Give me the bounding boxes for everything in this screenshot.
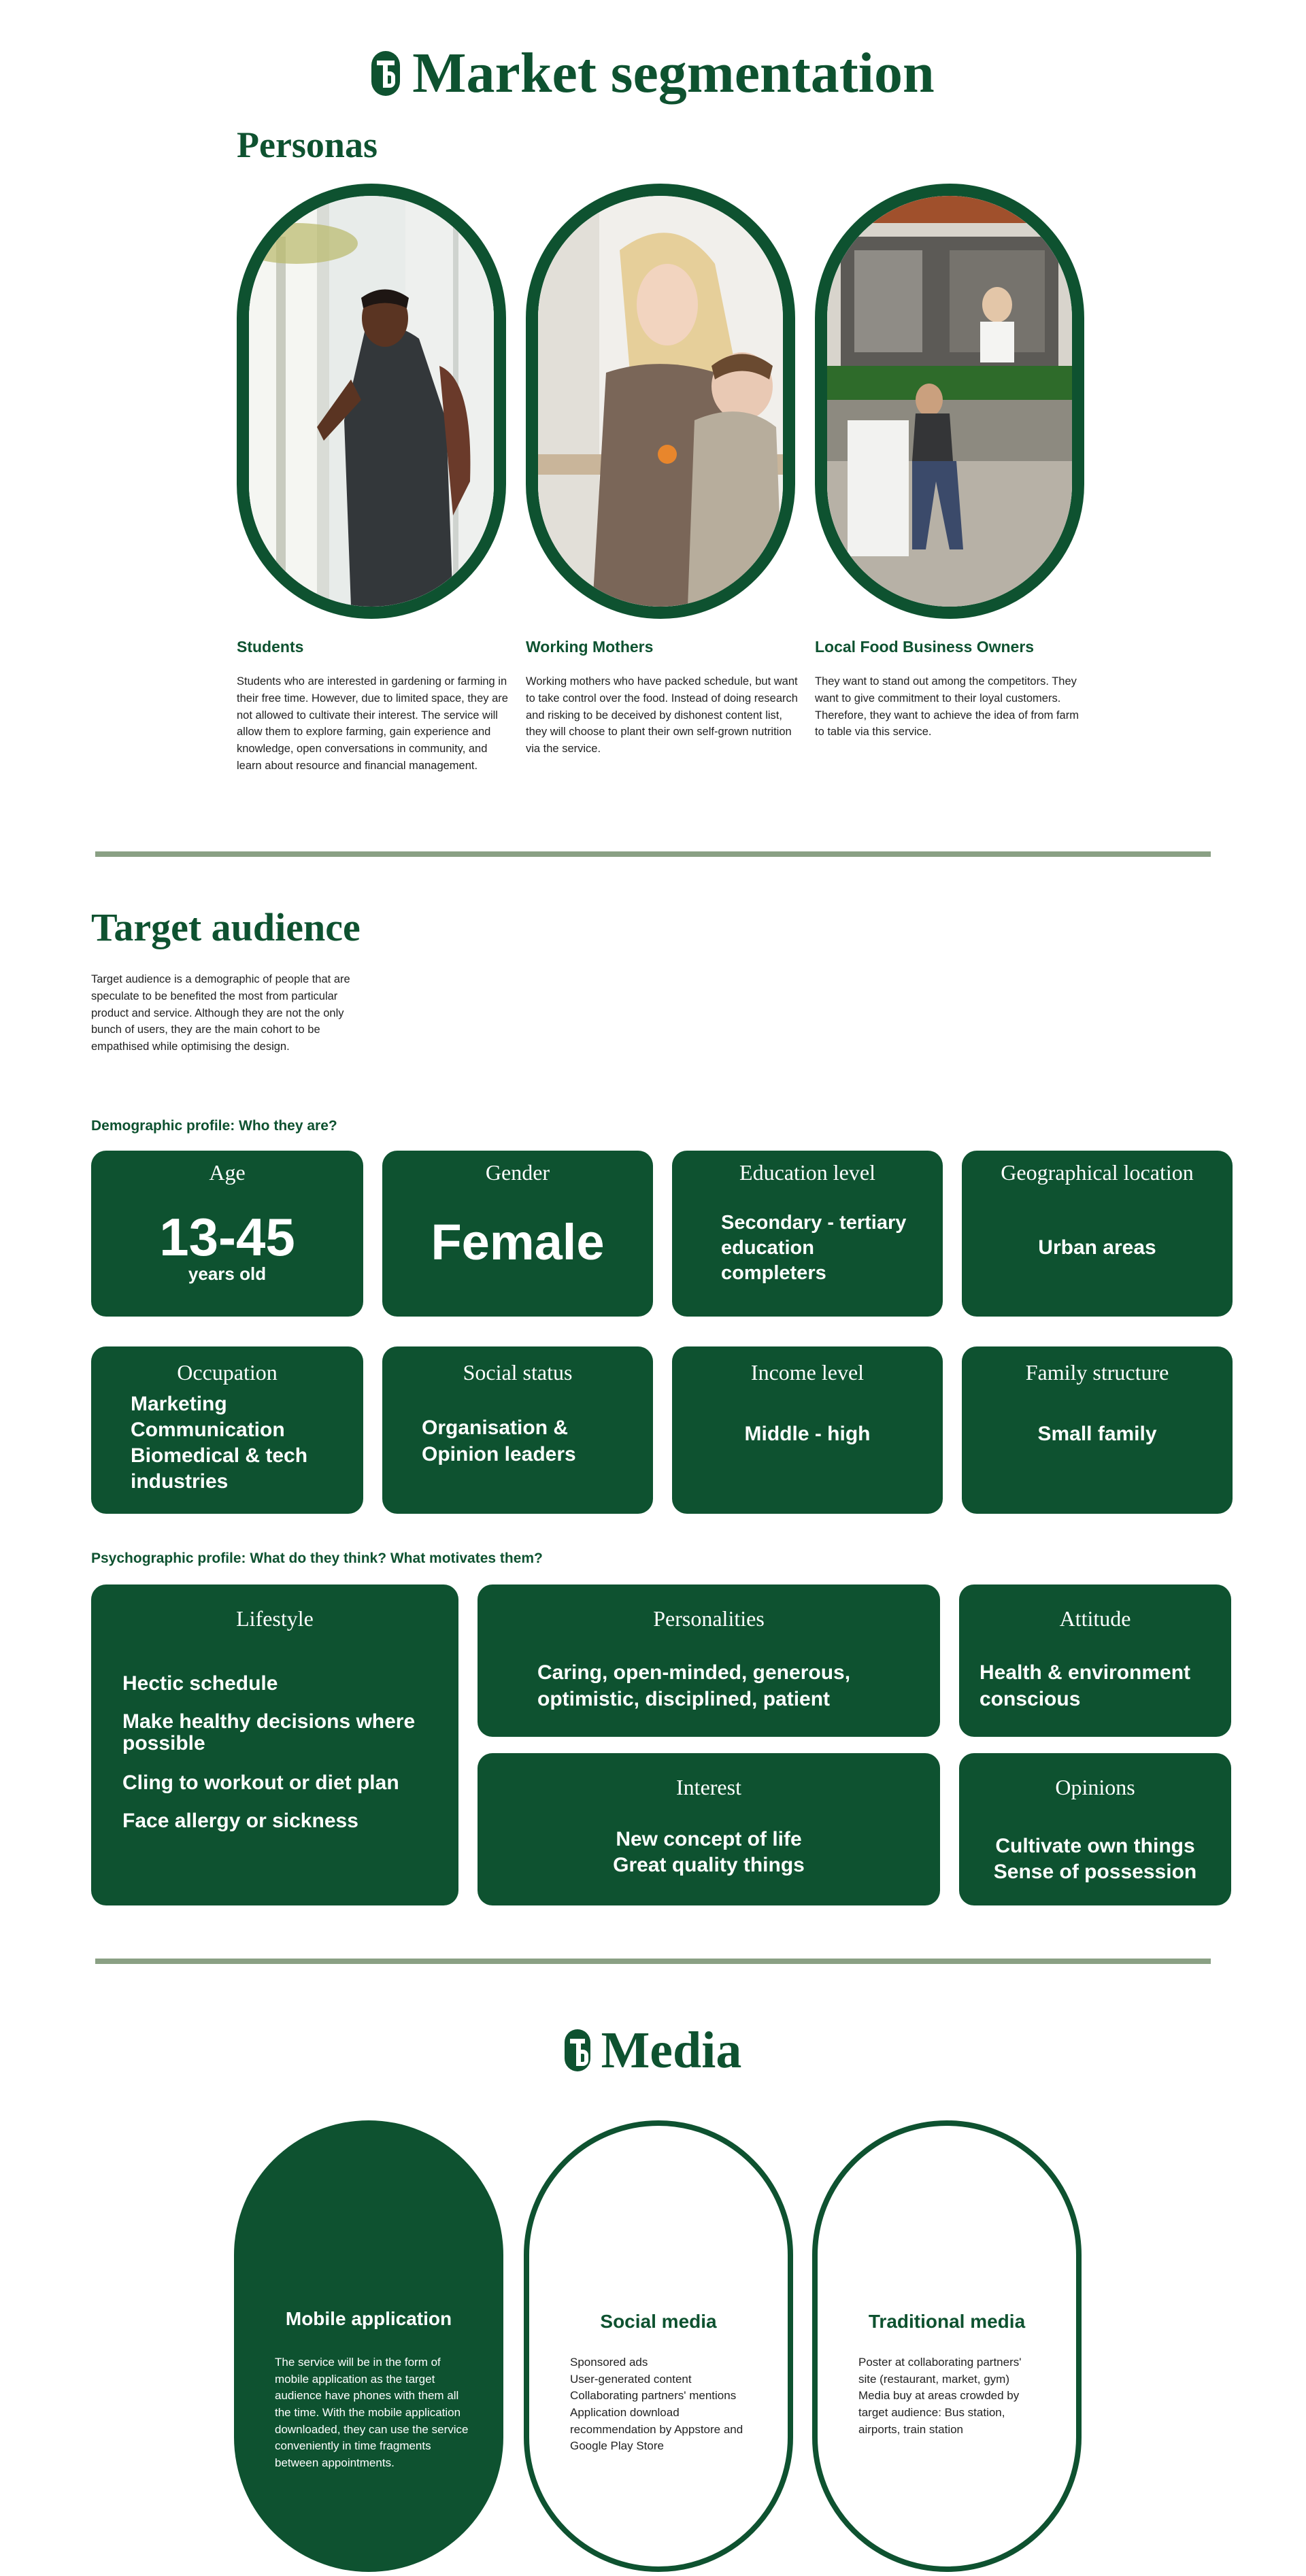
persona-photo-working-mothers (526, 184, 795, 619)
media-social-media-text: Sponsored ads User-generated content Col… (570, 2354, 754, 2455)
lifestyle-item: Face allergy or sickness (122, 1810, 358, 1832)
persona-name-working-mothers: Working Mothers (526, 638, 654, 656)
card-geographical-location-value: Urban areas (1038, 1236, 1156, 1259)
media-line: User-generated content (570, 2372, 692, 2386)
demographic-heading: Demographic profile: Who they are? (91, 1118, 337, 1134)
card-family-structure-value: Small family (1037, 1423, 1157, 1445)
card-personalities-value: Caring, open-minded, generous, optimisti… (537, 1661, 851, 1710)
card-income-level-value: Middle - high (744, 1423, 871, 1445)
card-interest-value: New concept of life (616, 1828, 802, 1850)
media-traditional-media-title: Traditional media (868, 2311, 1026, 2332)
card-education-label: Education level (739, 1160, 875, 1185)
card-age-value: 13-45 (159, 1207, 295, 1267)
persona-photo-students (237, 184, 506, 619)
media-header: Media (0, 2020, 1306, 2081)
persona-description-working-mothers: Working mothers who have packed schedule… (526, 675, 798, 755)
card-occupation-value: Marketing Communication Biomedical & tec… (131, 1393, 308, 1493)
card-gender: Gender Female (382, 1151, 653, 1317)
card-education-value: Secondary - tertiary education completer… (721, 1212, 907, 1285)
media-line: Application download recommendation by A… (570, 2405, 743, 2453)
card-age-label: Age (209, 1160, 246, 1185)
media-traditional-media-text: Poster at collaborating partners' site (… (858, 2354, 1042, 2438)
card-attitude: Attitude Health & environment conscious (959, 1584, 1231, 1737)
section-divider (95, 851, 1211, 857)
media-social-media-title: Social media (600, 2311, 717, 2332)
card-opinions-label: Opinions (1055, 1775, 1135, 1799)
page-title: Market segmentation (412, 41, 935, 105)
target-audience-description: Target audience is a demographic of peop… (91, 973, 350, 1053)
persona-name-students: Students (237, 638, 304, 656)
card-gender-label: Gender (485, 1160, 550, 1185)
card-social-status-label: Social status (463, 1360, 573, 1385)
brand-logo-icon (371, 51, 401, 96)
card-attitude-value: Health & environment conscious (980, 1661, 1191, 1710)
card-opinions: Opinions Cultivate own things Sense of p… (959, 1753, 1231, 1905)
persona-description-business-owners: They want to stand out among the competi… (815, 675, 1079, 739)
media-traditional-media: Traditional media Poster at collaboratin… (812, 2120, 1082, 2572)
card-lifestyle-label: Lifestyle (236, 1606, 314, 1631)
card-occupation: Occupation Marketing Communication Biome… (91, 1346, 363, 1514)
card-personalities: Personalities Caring, open-minded, gener… (478, 1584, 940, 1737)
card-personalities-label: Personalities (653, 1606, 765, 1631)
card-age-sub: years old (188, 1264, 267, 1284)
card-social-status-value: Organisation & Opinion leaders (422, 1417, 576, 1465)
media-line: Poster at collaborating partners' site (… (858, 2356, 1022, 2386)
card-occupation-label: Occupation (177, 1360, 278, 1385)
page-header: Market segmentation (0, 39, 1306, 107)
persona-name-business-owners: Local Food Business Owners (815, 638, 1035, 656)
media-social-media: Social media Sponsored ads User-generate… (524, 2120, 793, 2572)
card-opinions-value: Sense of possession (993, 1861, 1197, 1883)
mother-photo (538, 196, 783, 607)
target-audience-title: Target audience (91, 905, 361, 949)
card-geographical-location: Geographical location Urban areas (962, 1151, 1233, 1317)
psychographic-heading: Psychographic profile: What do they thin… (91, 1550, 543, 1566)
business-owners-photo (827, 196, 1072, 607)
media-mobile-application-text: The service will be in the form of mobil… (275, 2356, 469, 2469)
persona-photo-business-owners (815, 184, 1084, 619)
media-line: Collaborating partners' mentions (570, 2389, 737, 2403)
card-income-level: Income level Middle - high (672, 1346, 943, 1514)
card-family-structure-label: Family structure (1025, 1360, 1169, 1385)
card-interest: Interest New concept of life Great quali… (478, 1753, 940, 1905)
media-title: Media (601, 2022, 742, 2079)
card-social-status: Social status Organisation & Opinion lea… (382, 1346, 653, 1514)
student-photo (249, 196, 494, 607)
media-mobile-application-title: Mobile application (285, 2308, 452, 2329)
card-geographical-location-label: Geographical location (1001, 1160, 1194, 1185)
persona-description-students: Students who are interested in gardening… (237, 675, 508, 772)
lifestyle-item: Cling to workout or diet plan (122, 1772, 399, 1794)
card-income-level-label: Income level (750, 1360, 865, 1385)
card-education: Education level Secondary - tertiary edu… (672, 1151, 943, 1317)
card-interest-value: Great quality things (613, 1854, 805, 1876)
personas-title: Personas (237, 124, 378, 165)
media-line: Sponsored ads (570, 2356, 648, 2369)
card-attitude-label: Attitude (1059, 1606, 1131, 1631)
brand-logo-icon (564, 2029, 590, 2071)
card-age: Age 13-45 years old (91, 1151, 363, 1317)
card-gender-value: Female (431, 1214, 605, 1270)
card-family-structure: Family structure Small family (962, 1346, 1233, 1514)
lifestyle-item: Hectic schedule (122, 1672, 278, 1695)
card-interest-label: Interest (676, 1775, 741, 1799)
media-line: Media buy at areas crowded by target aud… (858, 2389, 1020, 2436)
card-opinions-value: Cultivate own things (995, 1835, 1195, 1857)
section-divider (95, 1959, 1211, 1964)
media-mobile-application: Mobile application The service will be i… (234, 2120, 503, 2572)
card-lifestyle: Lifestyle Hectic schedule Make healthy d… (91, 1584, 458, 1905)
lifestyle-item: Make healthy decisions where possible (122, 1710, 416, 1755)
